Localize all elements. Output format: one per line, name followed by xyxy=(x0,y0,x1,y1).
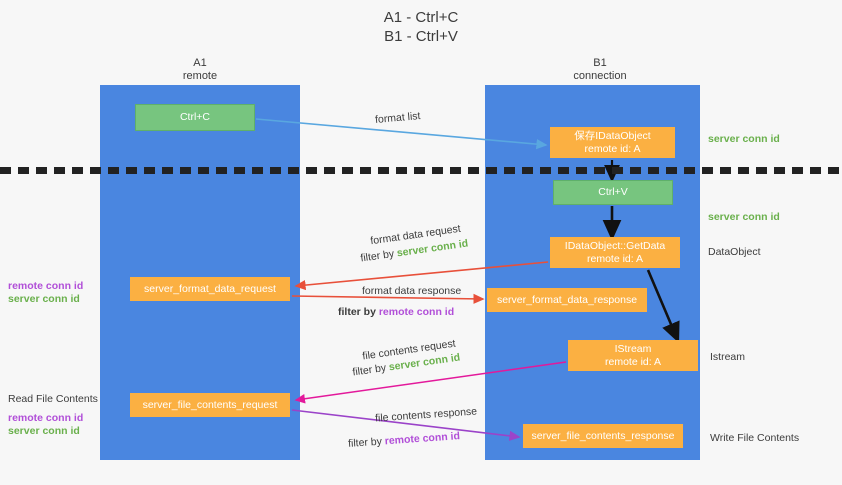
node-server-file-contents-response[interactable]: server_file_contents_response xyxy=(523,424,683,448)
column-b1-role: connection xyxy=(573,70,627,82)
filter-prefix: filter by xyxy=(347,435,386,450)
node-idataobject[interactable]: 保存IDataObject remote id: A xyxy=(550,127,675,158)
node-server-file-contents-request-label: server_file_contents_request xyxy=(142,398,278,411)
node-getdata[interactable]: IDataObject::GetData remote id: A xyxy=(550,237,680,268)
left-label-read-file-contents: Read File Contents xyxy=(8,393,98,405)
right-label-istream: Istream xyxy=(710,351,746,363)
left-label-server-conn-id-2: server conn id xyxy=(8,425,80,437)
edge-label-file-contents-response: file contents response xyxy=(374,405,478,425)
node-server-format-data-request[interactable]: server_format_data_request xyxy=(130,277,290,301)
node-ctrl-v[interactable]: Ctrl+V xyxy=(553,180,673,205)
right-label-server-conn-id-top: server conn id xyxy=(708,133,780,145)
edge-label-format-data-response-filter: filter by remote conn id xyxy=(338,305,454,319)
filter-value-remote-conn-id: remote conn id xyxy=(384,430,461,448)
right-label-write-file-contents: Write File Contents xyxy=(710,432,800,444)
column-a1-role: remote xyxy=(182,70,218,82)
column-b1-name: B1 xyxy=(593,57,607,69)
left-label-remote-conn-id-1: remote conn id xyxy=(8,280,84,292)
edge-label-file-contents-response-filter: filter by remote conn id xyxy=(348,429,461,451)
node-getdata-sub: remote id: A xyxy=(586,252,644,265)
node-ctrl-c-label: Ctrl+C xyxy=(179,111,211,123)
node-ctrl-v-label: Ctrl+V xyxy=(598,186,628,198)
node-idataobject-sub: remote id: A xyxy=(584,142,641,155)
phase-separator xyxy=(0,167,842,174)
edge-label-format-data-response: format data response xyxy=(362,285,462,297)
node-getdata-label: IDataObject::GetData xyxy=(564,239,666,252)
left-label-remote-conn-id-2: remote conn id xyxy=(8,412,84,424)
node-server-format-data-request-label: server_format_data_request xyxy=(144,282,276,295)
title-line-1: A1 - Ctrl+C xyxy=(383,9,459,26)
right-label-server-conn-id-mid: server conn id xyxy=(708,211,780,223)
filter-prefix: filter by xyxy=(359,247,398,265)
node-server-format-data-response-label: server_format_data_response xyxy=(496,293,638,306)
node-idataobject-label: 保存IDataObject xyxy=(574,129,651,142)
node-istream-sub: remote id: A xyxy=(604,355,662,368)
filter-prefix: filter by xyxy=(338,306,379,318)
page-title: A1 - Ctrl+C B1 - Ctrl+V xyxy=(0,8,842,46)
title-line-2: B1 - Ctrl+V xyxy=(384,28,458,45)
left-label-server-conn-id-1: server conn id xyxy=(8,293,80,305)
column-a1-name: A1 xyxy=(193,57,207,69)
right-label-dataobject: DataObject xyxy=(708,246,761,258)
node-server-file-contents-request[interactable]: server_file_contents_request xyxy=(130,393,290,417)
column-header-a1: A1 remote xyxy=(140,57,260,83)
filter-prefix: filter by xyxy=(351,361,390,379)
node-server-format-data-response[interactable]: server_format_data_response xyxy=(487,288,647,312)
node-istream[interactable]: IStream remote id: A xyxy=(568,340,698,371)
filter-value-remote-conn-id: remote conn id xyxy=(378,306,455,318)
column-header-b1: B1 connection xyxy=(540,57,660,83)
node-server-file-contents-response-label: server_file_contents_response xyxy=(531,429,675,442)
node-ctrl-c[interactable]: Ctrl+C xyxy=(135,104,255,131)
node-istream-label: IStream xyxy=(614,342,652,355)
edge-label-format-list: format list xyxy=(374,110,421,126)
